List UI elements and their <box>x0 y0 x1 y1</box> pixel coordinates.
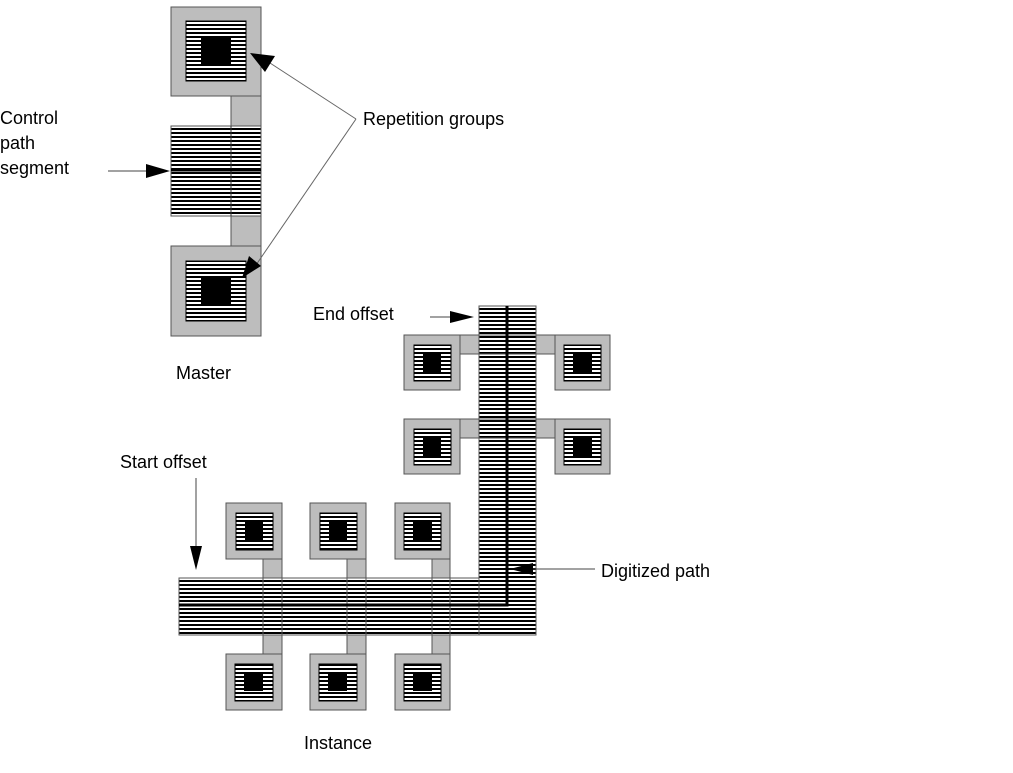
instance-repetition-group <box>309 653 367 711</box>
instance-repetition-group <box>394 502 451 560</box>
master-repetition-group-top <box>170 6 262 97</box>
end-offset-label: End offset <box>313 304 394 324</box>
digitized-path-label: Digitized path <box>601 561 710 581</box>
control-path-segment-label-line1: Control <box>0 108 58 128</box>
repetition-groups-arrow-top <box>250 53 357 120</box>
end-offset-arrow <box>430 311 474 323</box>
repetition-groups-label: Repetition groups <box>363 109 504 129</box>
instance-repetition-group <box>394 653 451 711</box>
master-label: Master <box>176 363 231 383</box>
start-offset-arrow <box>190 478 202 570</box>
digitized-path-arrow <box>510 563 595 575</box>
instance-path <box>178 305 537 636</box>
instance-repetition-group <box>554 418 611 475</box>
digitized-path-line <box>179 306 509 607</box>
instance-repetition-group <box>225 502 283 560</box>
control-path-segment-label-line3: segment <box>0 158 69 178</box>
instance-repetition-group <box>554 334 611 391</box>
instance-label: Instance <box>304 733 372 753</box>
instance-repetition-group <box>403 334 461 391</box>
control-path-segment-label-line2: path <box>0 133 35 153</box>
instance-repetition-group <box>403 418 461 475</box>
start-offset-label: Start offset <box>120 452 207 472</box>
master-repetition-group-bottom <box>170 245 262 337</box>
repetition-groups-arrow-bottom <box>242 118 357 278</box>
instance-repetition-group <box>225 653 283 711</box>
instance-repetition-group <box>309 502 367 560</box>
control-segment-arrow <box>108 164 170 178</box>
master-cell <box>170 6 262 337</box>
instance-cell <box>178 305 611 711</box>
master-connector-bottom <box>230 215 262 247</box>
master-connector-top <box>230 95 262 127</box>
control-path-segment <box>170 125 262 217</box>
